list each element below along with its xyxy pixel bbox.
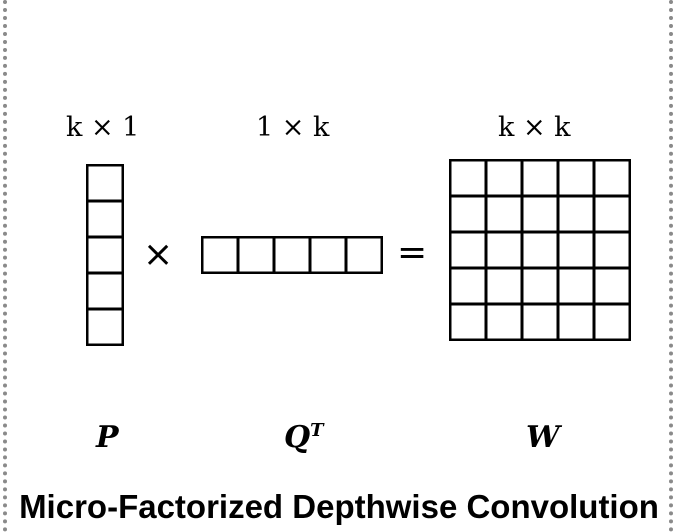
matrix-w-cell [485, 231, 523, 269]
matrix-p-cell [86, 236, 124, 274]
matrix-w-cell [557, 231, 595, 269]
matrix-q-cell [201, 236, 239, 274]
transpose-superscript: T [310, 420, 324, 441]
matrix-q-cell [345, 236, 383, 274]
matrix-w-cell [557, 195, 595, 233]
p-dimension-label: k × 1 [66, 112, 140, 143]
matrix-q-grid [201, 236, 383, 274]
w-dimension-label: k × k [498, 112, 571, 143]
matrix-w-cell [449, 267, 487, 305]
matrix-w-cell [557, 303, 595, 341]
matrix-q-cell [273, 236, 311, 274]
matrix-w-grid [449, 159, 631, 341]
matrix-w-cell [485, 159, 523, 197]
q-name: Q [284, 420, 311, 455]
matrix-p-cell [86, 200, 124, 238]
matrix-w-cell [521, 159, 559, 197]
matrix-p-grid [86, 164, 124, 346]
matrix-w-cell [449, 231, 487, 269]
left-dotted-border [3, 0, 7, 532]
matrix-w-cell [485, 267, 523, 305]
matrix-w-cell [593, 267, 631, 305]
matrix-p-cell [86, 272, 124, 310]
q-dimension-label: 1 × k [256, 112, 330, 143]
matrix-w-cell [449, 195, 487, 233]
q-transpose-matrix-name: QT [284, 420, 324, 455]
matrix-w-cell [521, 195, 559, 233]
matrix-q-cell [309, 236, 347, 274]
multiply-operator: × [143, 234, 174, 275]
p-matrix-name: P [96, 420, 119, 455]
matrix-w-cell [485, 303, 523, 341]
matrix-q-cell [237, 236, 275, 274]
matrix-p-cell [86, 164, 124, 202]
equals-operator: = [397, 232, 428, 273]
matrix-w-cell [593, 303, 631, 341]
matrix-w-cell [521, 267, 559, 305]
matrix-w-cell [557, 267, 595, 305]
w-matrix-name: W [526, 420, 560, 455]
matrix-w-cell [521, 303, 559, 341]
matrix-w-cell [485, 195, 523, 233]
matrix-w-cell [521, 231, 559, 269]
right-dotted-border [669, 0, 673, 532]
matrix-w-cell [593, 159, 631, 197]
matrix-w-cell [449, 159, 487, 197]
caption: Micro-Factorized Depthwise Convolution [19, 488, 659, 525]
matrix-w-cell [593, 231, 631, 269]
matrix-w-cell [593, 195, 631, 233]
matrix-w-cell [557, 159, 595, 197]
matrix-p-cell [86, 308, 124, 346]
matrix-w-cell [449, 303, 487, 341]
